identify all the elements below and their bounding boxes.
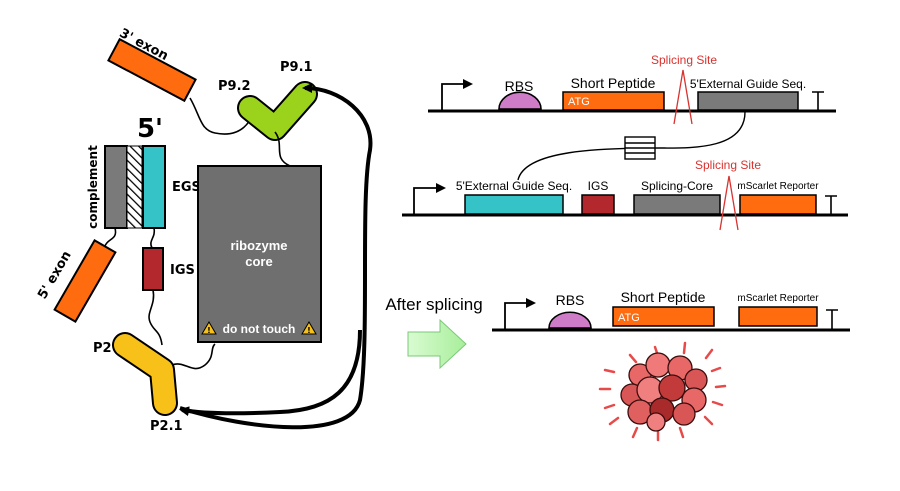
p2-1-label: P2.1	[150, 419, 183, 434]
egs-block	[142, 145, 166, 229]
terminator-icon	[825, 195, 837, 215]
core-label-line1: ribozyme	[230, 238, 287, 253]
connector-p2-core	[171, 343, 216, 370]
mscarlet-block	[739, 194, 817, 215]
p9-arm	[237, 81, 318, 141]
exon5-block	[53, 238, 117, 324]
rbs-label: RBS	[556, 292, 585, 308]
rbs-shape	[498, 91, 542, 110]
promoter-arrow-icon	[441, 79, 473, 111]
curved-arrow-to-p2	[179, 329, 362, 417]
terminator-icon	[826, 309, 838, 330]
top-construct: RBS ATG Short Peptide Splicing Site 5'Ex…	[428, 53, 836, 125]
complement-label: complement	[86, 145, 100, 229]
short-peptide-label: Short Peptide	[621, 289, 706, 305]
igs-label: IGS	[170, 263, 195, 278]
splicing-site-marker	[673, 69, 693, 125]
base-pairing-hatch	[126, 145, 143, 229]
after-construct: RBS ATG Short Peptide mScarlet Reporter	[492, 289, 850, 332]
igs-block	[581, 194, 615, 215]
curved-arrow-to-p9	[179, 83, 373, 430]
short-peptide-block	[562, 91, 665, 111]
splicing-core-label: Splicing-Core	[641, 179, 713, 193]
promoter-arrow-icon	[504, 298, 536, 330]
promoter-arrow-icon	[413, 183, 446, 215]
external-guide-label: 5'External Guide Seq.	[690, 77, 806, 91]
connector-p9-core	[274, 131, 291, 167]
connector-igs-p2	[148, 289, 163, 346]
terminator-icon	[812, 91, 824, 111]
ribozyme-schematic: 3' exon P9.2 P9.1 5' complement EGS 5' e…	[35, 26, 373, 434]
external-guide-label: 5'External Guide Seq.	[456, 179, 572, 193]
igs-label: IGS	[588, 179, 609, 193]
short-peptide-label: Short Peptide	[571, 75, 656, 91]
base-pairing-icon	[624, 136, 656, 160]
exon3-block	[107, 37, 197, 103]
ribozyme-core-block	[197, 165, 322, 343]
short-peptide-block	[612, 306, 715, 327]
p9-2-label: P9.2	[218, 79, 251, 94]
splicing-site-label: Splicing Site	[695, 158, 761, 172]
external-guide-block	[697, 91, 799, 111]
mscarlet-label: mScarlet Reporter	[737, 293, 819, 304]
pairing-connector	[517, 111, 746, 181]
rbs-shape	[548, 311, 592, 329]
middle-construct: 5'External Guide Seq. IGS Splicing-Core …	[402, 158, 848, 231]
splicing-core-block	[633, 194, 721, 215]
external-guide-block	[464, 194, 564, 215]
after-splicing-label: After splicing	[385, 295, 482, 314]
connector-exon3-p9	[189, 97, 251, 135]
rbs-label: RBS	[505, 78, 534, 94]
warning-icon: !	[201, 321, 217, 335]
igs-block	[142, 247, 164, 291]
p9-1-label: P9.1	[280, 60, 313, 75]
egs-label: EGS	[172, 180, 201, 195]
mscarlet-protein-blob	[598, 341, 727, 442]
connector-egs-igs	[150, 227, 156, 249]
p2-label: P2	[93, 341, 112, 356]
mscarlet-label: mScarlet Reporter	[737, 181, 819, 192]
svg-text:!: !	[307, 326, 311, 335]
core-label-line2: core	[245, 254, 272, 269]
splicing-site-marker	[719, 175, 739, 231]
mscarlet-block	[738, 306, 818, 327]
svg-text:!: !	[207, 326, 211, 335]
p2-arm	[112, 332, 178, 416]
warning-icon: !	[301, 321, 317, 335]
complement-block	[104, 145, 128, 229]
connector-complement-exon5	[104, 227, 117, 247]
do-not-touch-label: do not touch	[223, 322, 296, 336]
splicing-site-label: Splicing Site	[651, 53, 717, 67]
atg-label: ATG	[618, 312, 640, 324]
glow-rays	[598, 341, 727, 442]
five-prime-label: 5'	[137, 114, 163, 144]
green-arrow-icon	[407, 318, 467, 370]
atg-label: ATG	[568, 96, 590, 108]
